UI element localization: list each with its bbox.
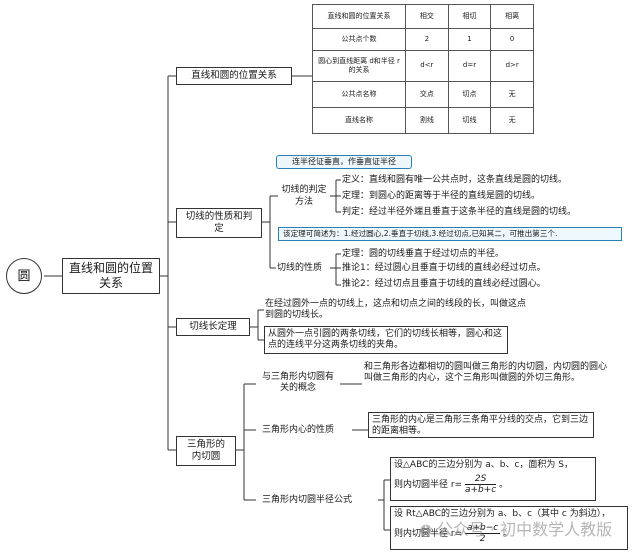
incircle-concept-text: 和三角形各边都相切的圆叫做三角形的内切圆，内切圆的圆心叫做三角形的内心，这个三角… [364, 362, 608, 383]
branch-tangent-length-label: 切线长定理 [189, 321, 237, 332]
table-cell: 2 [405, 28, 449, 52]
table-cell: 交点 [405, 80, 449, 108]
position-relation-table: 直线和圆的位置关系 相交 相切 相离 公共点个数 2 1 0 圆心到直线距离 d… [312, 3, 534, 135]
judge-item: 定理：到圆心的距离等于半径的直线是圆的切线。 [342, 191, 541, 201]
table-header-row: 直线和圆的位置关系 相交 相切 相离 [312, 3, 534, 30]
formula-1-condition: 设△ABC的三边分别为 a、b、c，面积为 S， [394, 460, 573, 470]
formula-2-denominator: 2 [479, 534, 486, 544]
tangent-length-theorem: 从圆外一点引圆的两条切线，它们的切线长相等，圆心和这点的连线平分这两条切线的夹角… [268, 329, 503, 350]
formula-1-line: 则内切圆半径 r= 2S a+b+c 。 [394, 474, 592, 495]
theorem-note-bubble: 该定理可简述为：1.经过圆心,2.垂直于切线,3.经过切点,已知其二，可推出第三… [278, 227, 622, 241]
formula-1-prefix: 则内切圆半径 r= [394, 480, 463, 490]
root-circle: 圆 [6, 258, 42, 294]
main-title-box: 直线和圆的位置关系 [62, 258, 160, 294]
table-row: 直线名称 割线 切线 无 [312, 106, 534, 135]
property-item: 推论1：经过圆心且垂直于切线的直线必经过切点。 [342, 263, 546, 273]
branch-incircle-label: 三角形的内切圆 [186, 439, 225, 462]
radius-formula-label: 三角形内切圆半径公式 [262, 495, 353, 505]
property-item: 定理：圆的切线垂直于经过切点的半径。 [342, 249, 505, 259]
branch-tangent-length: 切线长定理 [176, 318, 250, 336]
formula-1-suffix: 。 [499, 480, 509, 490]
theorem-note-text: 该定理可简述为：1.经过圆心,2.垂直于切线,3.经过切点,已知其二，可推出第三… [283, 229, 558, 238]
formula-2-fraction: a+b−c 2 [464, 523, 501, 544]
incenter-text-box: 三角形的内心是三角形三条角平分线的交点，它到三边的距离相等。 [368, 412, 594, 438]
branch-incircle: 三角形的内切圆 [176, 436, 236, 466]
table-cell: 圆心到直线距离 d和半径 r的关系 [312, 50, 406, 82]
table-cell: 直线和圆的位置关系 [312, 3, 406, 30]
branch-tangent-property-label: 切线的性质和判定 [185, 211, 253, 234]
branch-position-relation-label: 直线和圆的位置关系 [191, 70, 277, 81]
formula-2-numerator: a+b−c [464, 523, 501, 534]
root-circle-label: 圆 [17, 269, 31, 284]
watermark: ✪ 公众号 · 初中数学人教版 [420, 516, 612, 540]
proof-tip-bubble: 连半径证垂直，作垂直证半径 [276, 155, 412, 169]
formula-2-condition: 设 Rt△ABC的三边分别为 a、b、c（其中 c 为斜边）， [394, 509, 611, 519]
judge-item: 定义：直线和圆有唯一公共点时，这条直线是圆的切线。 [342, 175, 568, 185]
table-cell: 直线名称 [312, 106, 406, 135]
formula-1-numerator: 2S [464, 474, 497, 485]
formula-1-fraction: 2S a+b+c [464, 474, 497, 495]
table-cell: 相切 [447, 3, 492, 30]
incenter-label: 三角形内心的性质 [262, 425, 335, 435]
table-cell: d=r [447, 50, 492, 82]
table-cell: d<r [405, 50, 449, 82]
table-cell: 1 [447, 28, 492, 52]
branch-position-relation: 直线和圆的位置关系 [176, 67, 292, 85]
formula-1-denominator: a+b+c [464, 485, 497, 495]
table-row: 圆心到直线距离 d和半径 r的关系 d<r d=r d>r [312, 50, 534, 82]
table-cell: 相离 [490, 3, 534, 30]
tangent-length-theorem-box: 从圆外一点引圆的两条切线，它们的切线长相等，圆心和这点的连线平分这两条切线的夹角… [264, 326, 508, 354]
formula-box-2: 设 Rt△ABC的三边分别为 a、b、c（其中 c 为斜边）， 则内切圆半径 r… [390, 506, 628, 550]
proof-tip-text: 连半径证垂直，作垂直证半径 [292, 157, 396, 166]
table-cell: 公共点名称 [312, 80, 406, 108]
table-cell: 0 [490, 28, 534, 52]
table-cell: 切点 [447, 80, 492, 108]
watermark-logo-icon: ✪ [420, 523, 432, 539]
table-cell: 切线 [447, 106, 492, 135]
formula-box-1: 设△ABC的三边分别为 a、b、c，面积为 S， 则内切圆半径 r= 2S a+… [390, 457, 596, 501]
branch-tangent-property: 切线的性质和判定 [176, 208, 262, 238]
table-cell: d>r [490, 50, 534, 82]
main-title: 直线和圆的位置关系 [69, 261, 154, 290]
formula-2-prefix: 则内切圆半径 r= [394, 529, 463, 539]
judge-method-label: 切线的判定方法 [281, 185, 327, 207]
incircle-concept-label: 与三角形内切圆有关的概念 [261, 372, 334, 393]
table-cell: 无 [490, 106, 534, 135]
property-item: 推论2：经过切点且垂直于切线的直线必经过圆心。 [342, 279, 546, 289]
property-label: 切线的性质 [277, 263, 323, 273]
table-cell: 相交 [405, 3, 449, 30]
tangent-length-definition: 在经过圆外一点的切线上，这点和切点之间的线段的长，叫做这点到圆的切线长。 [265, 299, 527, 320]
table-cell: 割线 [405, 106, 449, 135]
incenter-text: 三角形的内心是三角形三条角平分线的交点，它到三边的距离相等。 [372, 415, 589, 436]
formula-2-line: 则内切圆半径 r= a+b−c 2 。 [394, 523, 624, 544]
judge-item: 判定：经过半径外端且垂直于这条半径的直线是圆的切线。 [342, 207, 577, 217]
table-cell: 无 [490, 80, 534, 108]
formula-2-suffix: 。 [503, 529, 513, 539]
table-row: 公共点名称 交点 切点 无 [312, 80, 534, 108]
watermark-text: 公众号 · 初中数学人教版 [436, 520, 613, 539]
table-row: 公共点个数 2 1 0 [312, 28, 534, 52]
table-cell: 公共点个数 [312, 28, 406, 52]
